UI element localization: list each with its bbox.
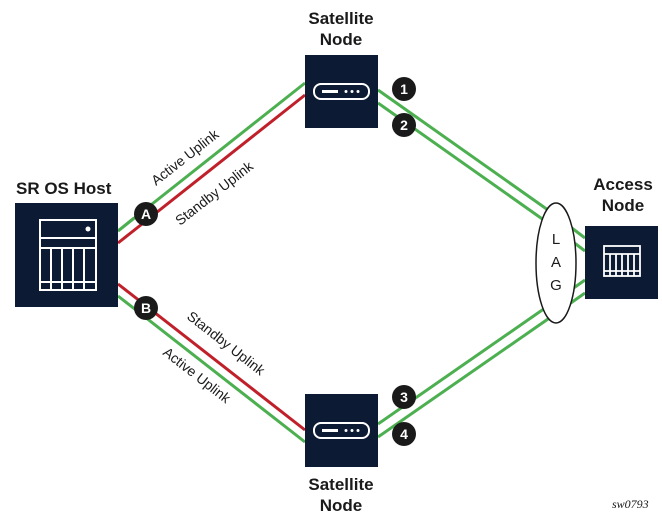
lag-letter-g: G [550,277,562,294]
label-active-uplink-bottom: Active Uplink [160,344,234,407]
port-badge-4 [392,422,416,446]
sat-bottom-title-line1: Satellite [308,475,373,494]
lag-ellipse [535,202,577,324]
satellite-node-bottom [305,394,378,467]
sat-top-title-line2: Node [320,30,363,49]
access-node-chassis-icon [603,245,641,277]
port-label-b: B [141,300,151,316]
port-badge-a [134,202,158,226]
lag-link-4 [377,317,549,439]
port-label-2: 2 [400,117,408,133]
active-uplink-bottom [117,294,306,444]
port-badge-b [134,296,158,320]
host-title: SR OS Host [16,179,112,198]
port-badge-2 [392,113,416,137]
host-chassis-icon [39,219,97,291]
figure-reference: sw0793 [612,497,649,511]
port-badge-1 [392,77,416,101]
host-top-connector-green [117,216,135,233]
satellite-bottom-device-icon [313,422,370,439]
lag-letter-l: L [552,231,560,248]
lag-letter-a: A [551,254,561,271]
port-label-a: A [141,206,151,222]
port-label-3: 3 [400,389,408,405]
port-badge-3 [392,385,416,409]
port-label-4: 4 [400,426,408,442]
sat-bottom-title-line2: Node [320,496,363,515]
access-title-line1: Access [593,175,653,194]
satellite-node-top [305,55,378,128]
host-node [15,203,118,307]
sat-top-title-line1: Satellite [308,9,373,28]
lag-link-1 [377,88,549,212]
satellite-top-device-icon [313,83,370,100]
access-title-line2: Node [602,196,645,215]
host-chassis-led [85,226,91,232]
port-label-1: 1 [400,81,408,97]
